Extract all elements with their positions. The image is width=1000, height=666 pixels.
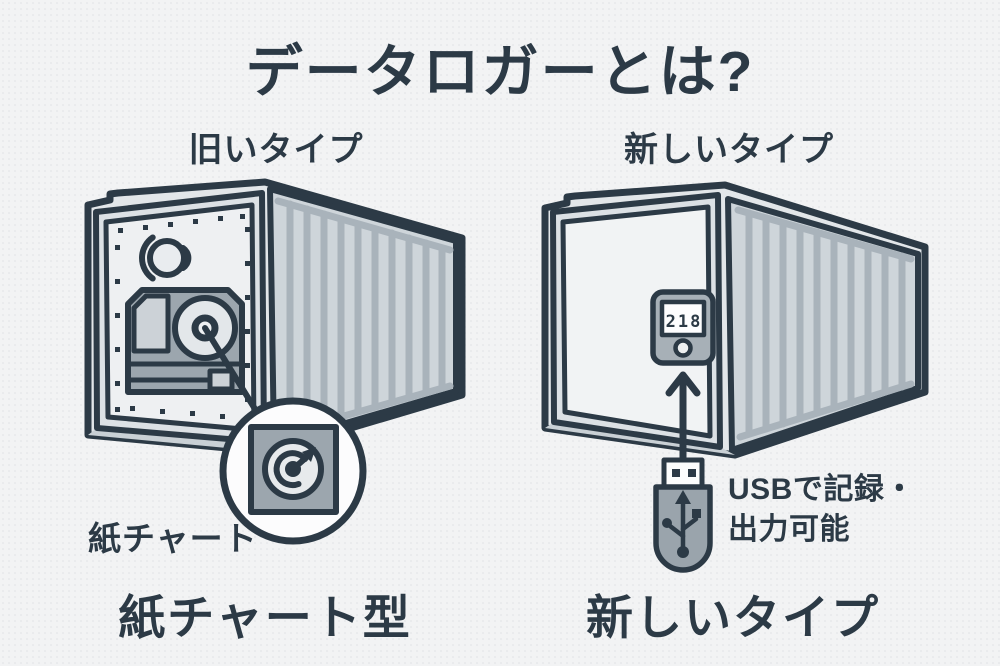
digital-display-icon: 218 [650, 289, 716, 366]
old-type-label: 旧いタイプ [188, 131, 364, 169]
vent-circle-icon [139, 234, 192, 282]
usb-note: USBで記録・ 出力可能 [728, 470, 915, 550]
display-screen [659, 299, 707, 338]
paper-chart-dial-icon [262, 438, 324, 500]
paper-chart-callout-label: 紙チャート [88, 520, 258, 557]
container-side-panel [267, 186, 459, 447]
new-container-illustration: 218 [541, 181, 929, 573]
display-button [673, 338, 693, 358]
corrugation-ribs [734, 206, 915, 441]
display-value: 218 [666, 312, 703, 332]
usb-note-line2: 出力可能 [728, 513, 850, 546]
new-type-bottom-label: 新しいタイプ [586, 591, 880, 644]
up-arrow-icon [665, 371, 701, 466]
old-container-illustration [84, 178, 466, 545]
corrugation-ribs [274, 197, 454, 438]
container-front-panel [560, 204, 713, 439]
paper-chart-recorder-icon [125, 287, 245, 395]
usb-drive-icon [653, 457, 713, 573]
usb-trident-icon [662, 490, 701, 558]
page-title: データロガーとは? [245, 40, 755, 104]
container-side-panel [725, 196, 921, 453]
magnifier-callout [219, 397, 367, 545]
new-type-label: 新しいタイプ [624, 131, 834, 169]
paper-chart-type-label: 紙チャート型 [118, 591, 412, 644]
callout-pointer-line [202, 325, 258, 412]
usb-note-line1: USBで記録・ [728, 473, 915, 506]
